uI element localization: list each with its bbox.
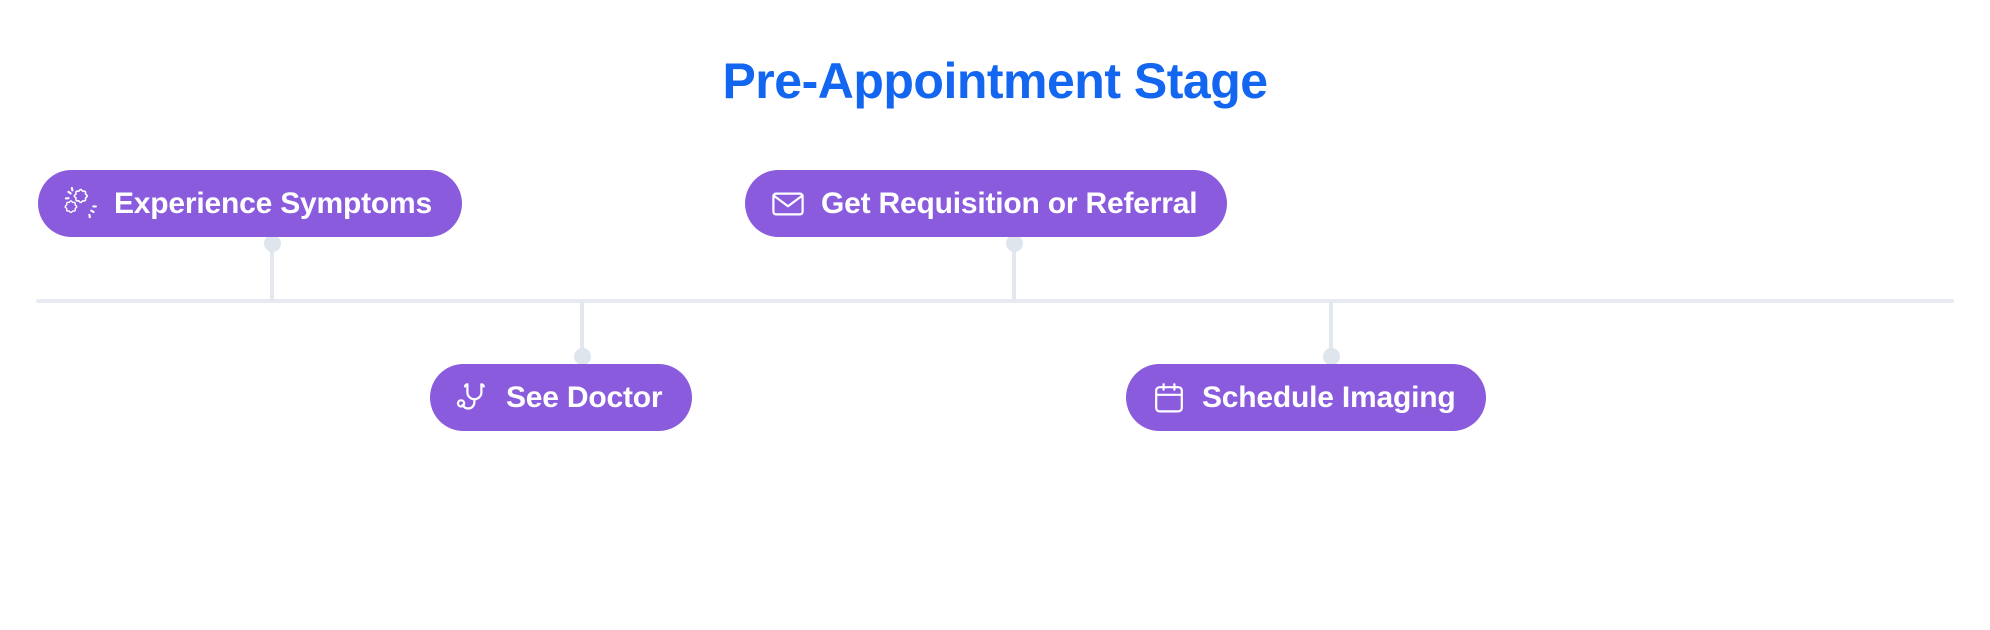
connector-dot — [1322, 348, 1340, 365]
timeline-step-label: Get Requisition or Referral — [821, 186, 1198, 220]
germ-icon — [64, 186, 98, 221]
connector-see-doctor — [573, 302, 591, 365]
timeline-step-schedule-imaging[interactable]: Schedule Imaging — [1126, 364, 1486, 431]
connector-get-requisition-or-referral — [1005, 235, 1023, 301]
timeline-step-experience-symptoms[interactable]: Experience Symptoms — [38, 170, 462, 237]
connector-dot — [263, 235, 281, 252]
connector-dot — [573, 348, 591, 365]
timeline-step-label: See Doctor — [506, 380, 663, 414]
connector-schedule-imaging — [1322, 302, 1340, 365]
timeline-axis — [36, 299, 1954, 303]
timeline-step-get-requisition-or-referral[interactable]: Get Requisition or Referral — [745, 170, 1228, 237]
connector-experience-symptoms — [263, 235, 281, 301]
connector-dot — [1005, 235, 1023, 252]
timeline-step-label: Schedule Imaging — [1202, 380, 1456, 414]
stethoscope-icon — [456, 381, 490, 415]
timeline-step-see-doctor[interactable]: See Doctor — [430, 364, 693, 431]
timeline-step-label: Experience Symptoms — [114, 186, 432, 220]
calendar-icon — [1152, 381, 1186, 415]
envelope-icon — [771, 187, 805, 221]
page-title: Pre-Appointment Stage — [722, 53, 1268, 109]
